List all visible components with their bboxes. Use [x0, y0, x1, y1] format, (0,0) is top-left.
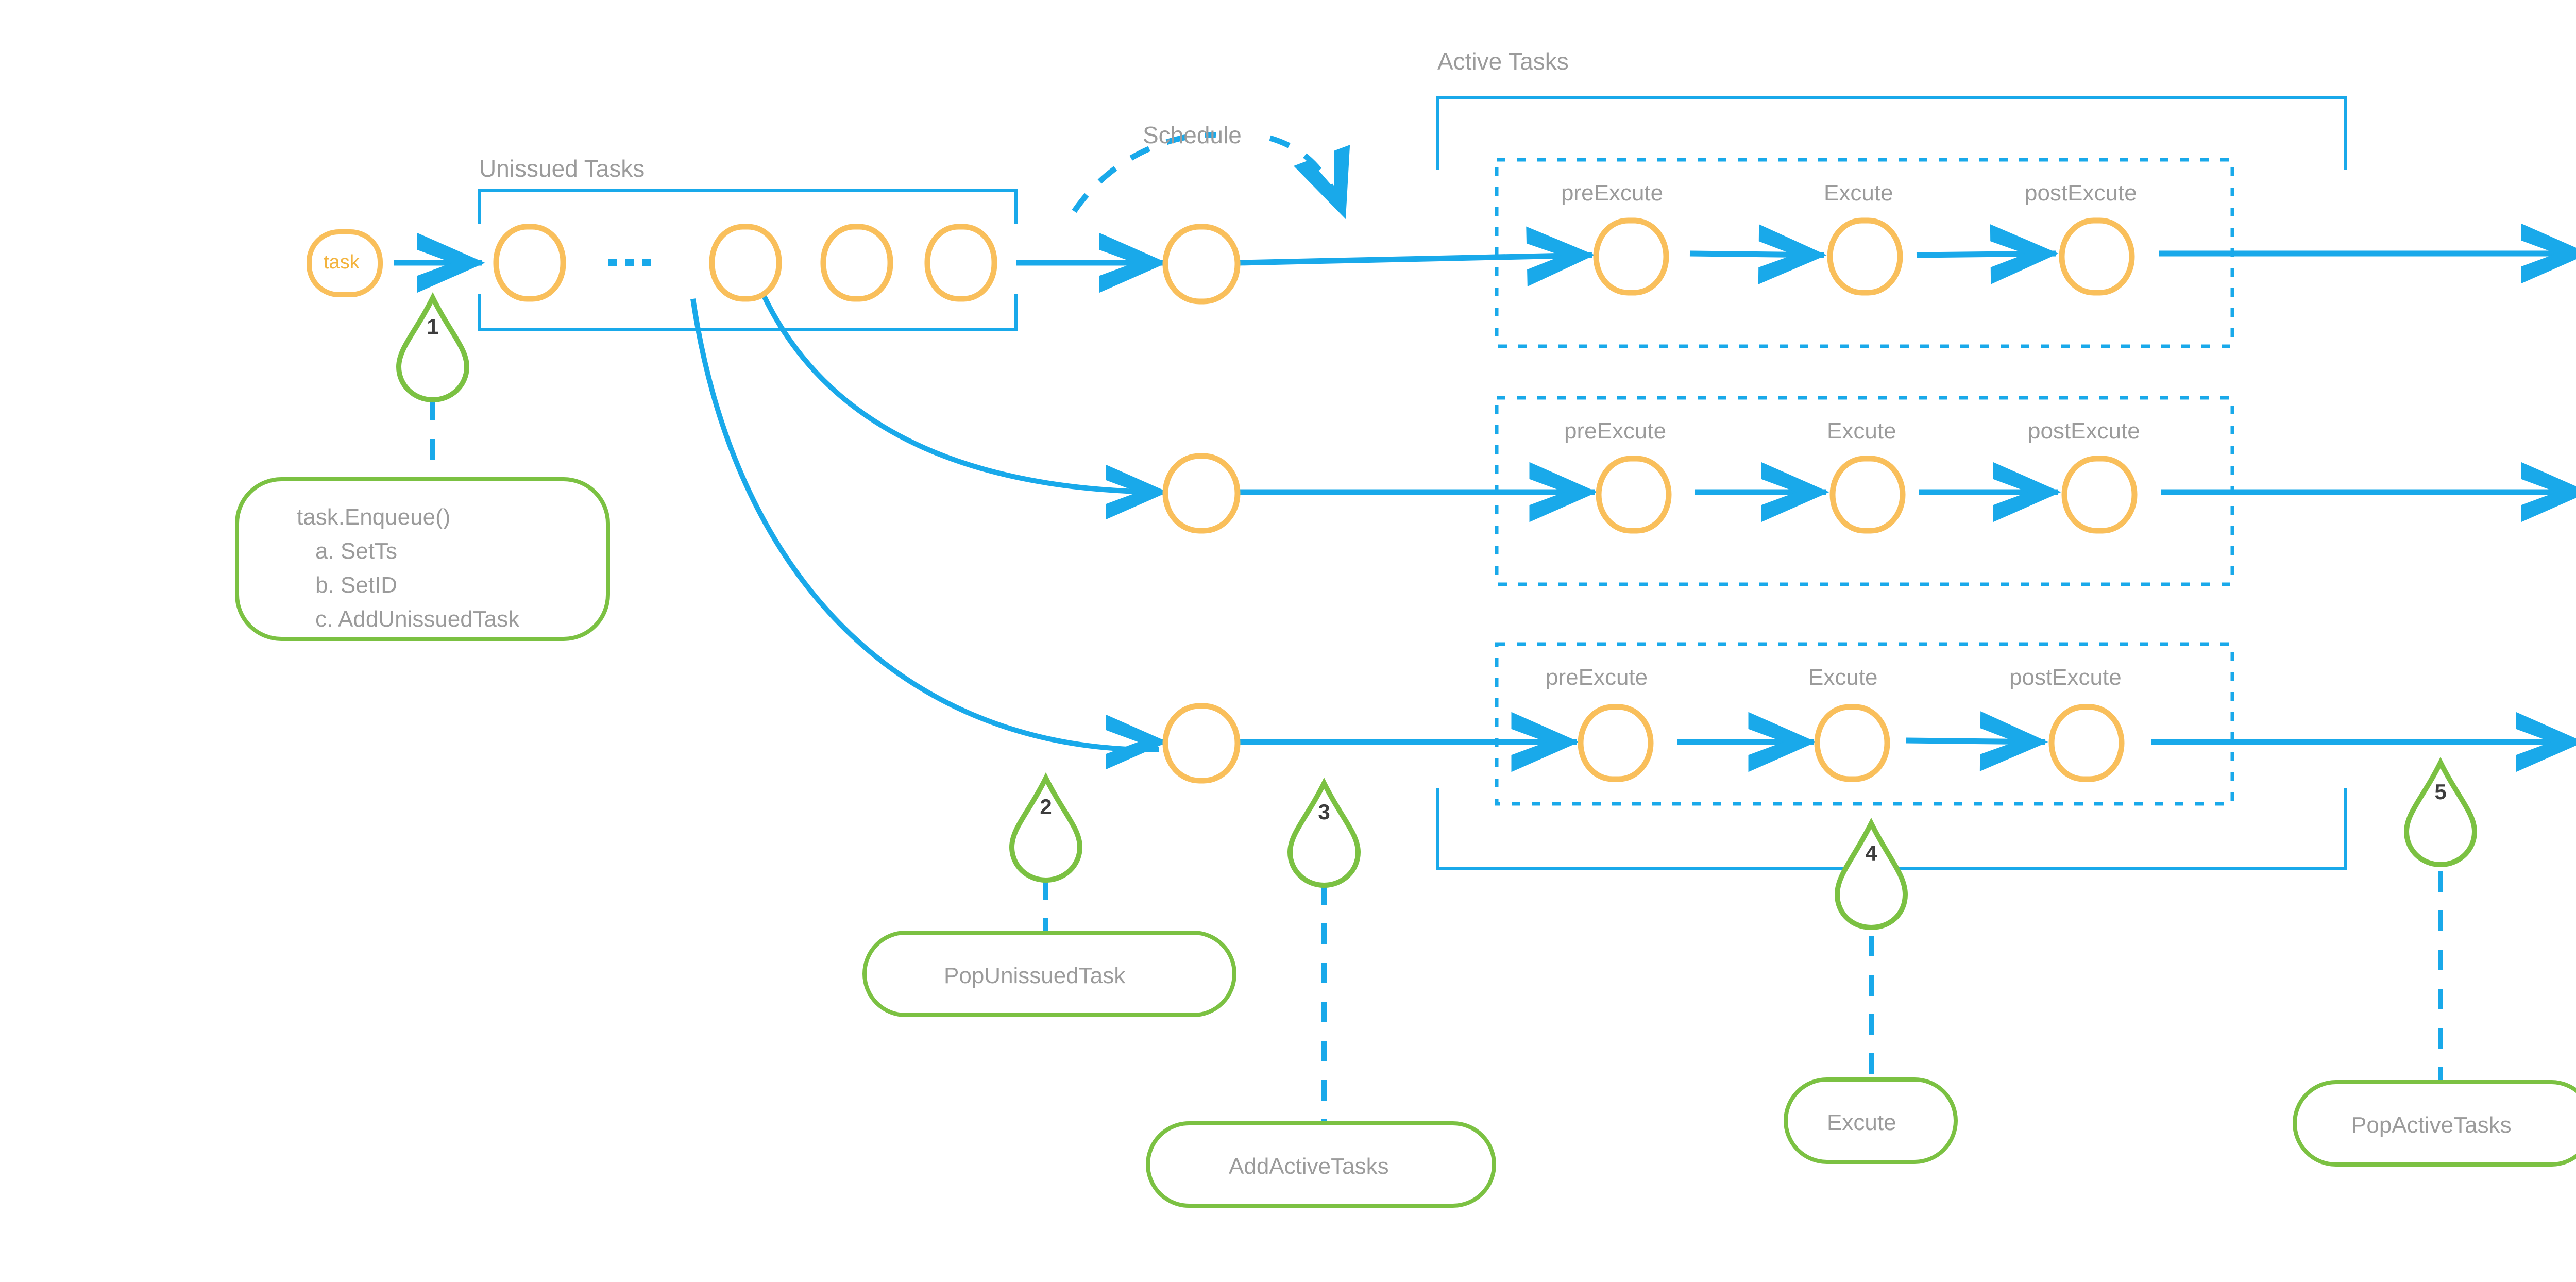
node-row3-entry: [1162, 703, 1241, 784]
callout-3-label: AddActiveTasks: [1229, 1154, 1389, 1179]
group-label-schedule: Schedule: [1143, 122, 1242, 148]
node-queue-2: [709, 224, 782, 302]
marker-number-2: 2: [1040, 795, 1052, 819]
node-row3-preexcute: [1578, 704, 1654, 782]
edge-queue-to-row3: [690, 298, 1160, 753]
stage-label-row3-postexcute: postExcute: [2009, 665, 2122, 690]
node-row1-preexcute: [1593, 217, 1669, 296]
edge-queue-to-row2: [739, 236, 1162, 495]
node-task-label: task: [324, 251, 360, 273]
callout-box-4: [1784, 1077, 1958, 1164]
marker-number-3: 3: [1318, 800, 1330, 824]
marker-number-5: 5: [2434, 780, 2447, 804]
node-task: [307, 229, 383, 297]
callout-1-line-3: b. SetID: [315, 572, 397, 598]
node-row2-entry: [1162, 453, 1241, 534]
edge-row1-excute-to-post: [1916, 224, 2059, 284]
node-row2-preexcute: [1596, 456, 1672, 534]
callout-box-2: [862, 931, 1236, 1017]
unissued-tasks-bracket: [478, 189, 1018, 331]
node-row2-excute: [1829, 456, 1906, 534]
callout-2-label: PopUnissuedTask: [944, 963, 1126, 988]
node-row1-postexcute: [2059, 217, 2135, 296]
group-label-unissued-tasks: Unissued Tasks: [479, 155, 645, 182]
marker-number-4: 4: [1865, 841, 1877, 865]
marker-2: [1009, 772, 1083, 883]
callout-box-5: [2293, 1080, 2576, 1167]
stage-label-row1-preexcute: preExcute: [1561, 180, 1664, 206]
node-row1-entry: [1162, 224, 1241, 305]
marker-3: [1287, 777, 1361, 888]
callout-box-1: [235, 477, 610, 641]
callout-4-label: Excute: [1827, 1110, 1896, 1135]
stage-box-row-3: [1495, 642, 2234, 806]
node-queue-4: [924, 224, 997, 302]
edge-row1-to-preexcute: [1239, 226, 1595, 287]
node-row3-excute: [1814, 704, 1890, 782]
node-queue-3: [820, 224, 893, 302]
stage-label-row3-excute: Excute: [1808, 665, 1878, 690]
stage-label-row1-postexcute: postExcute: [2025, 180, 2137, 206]
marker-number-1: 1: [427, 314, 439, 339]
callout-5-label: PopActiveTasks: [2351, 1112, 2512, 1138]
callout-1-line-2: a. SetTs: [315, 538, 397, 564]
edge-row3-excute-to-post: [1906, 711, 2048, 771]
node-queue-1: [493, 224, 566, 302]
schedule-arc-left: [1072, 132, 1216, 213]
marker-4: [1834, 817, 1908, 931]
callout-1-line-4: c. AddUnissuedTask: [315, 606, 520, 632]
stage-label-row1-excute: Excute: [1824, 180, 1893, 206]
stage-label-row2-preexcute: preExcute: [1564, 418, 1667, 444]
marker-5: [2403, 756, 2478, 868]
callout-box-3: [1146, 1121, 1496, 1208]
marker-1: [396, 292, 470, 403]
schedule-arc-right: [1269, 135, 1350, 220]
node-row1-excute: [1827, 217, 1903, 296]
stage-label-row2-excute: Excute: [1827, 418, 1896, 444]
edge-row1-pre-to-excute: [1689, 224, 1827, 284]
queue-ellipsis-icon: [608, 259, 651, 266]
stage-label-row3-preexcute: preExcute: [1546, 665, 1648, 690]
node-row2-postexcute: [2061, 456, 2138, 534]
group-label-active-tasks: Active Tasks: [1437, 48, 1569, 75]
node-row3-postexcute: [2048, 704, 2125, 782]
stage-label-row2-postexcute: postExcute: [2028, 418, 2140, 444]
callout-1-line-1: task.Enqueue(): [297, 504, 451, 530]
